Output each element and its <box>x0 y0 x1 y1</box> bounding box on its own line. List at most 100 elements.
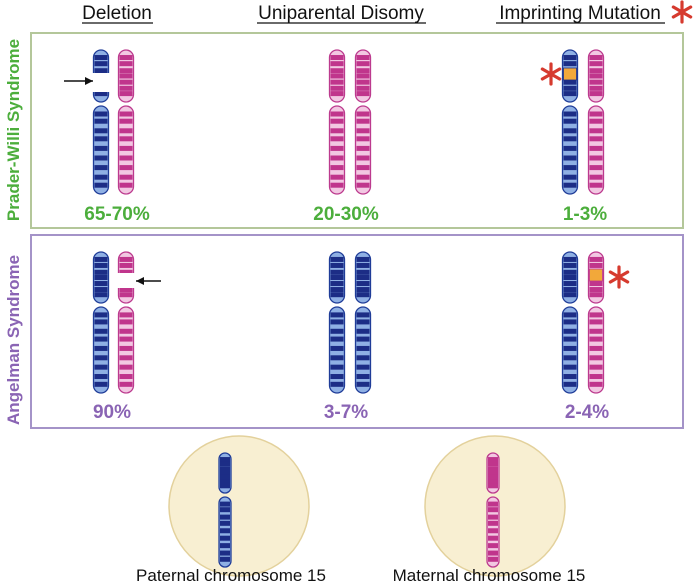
chromosome-band <box>119 85 133 91</box>
chromosome-band <box>563 336 577 342</box>
chromosome-band <box>488 528 498 534</box>
chromosome-band <box>94 256 108 262</box>
chromosome-band <box>94 269 108 275</box>
header-imprinting-mutation: Imprinting Mutation <box>499 3 661 24</box>
chromosome-band <box>330 381 344 387</box>
chromosome-band <box>488 535 498 541</box>
chromosome-band <box>488 514 498 520</box>
chromosome-band <box>356 182 370 188</box>
chromosome-band <box>330 275 344 280</box>
chromosome-band <box>563 118 577 124</box>
chromosome-band <box>356 111 370 117</box>
chromosome-band <box>589 381 603 387</box>
chromosome-band <box>119 287 133 293</box>
chromosome-band <box>119 174 133 180</box>
chromosome-band <box>119 61 133 67</box>
chromosome-band <box>488 520 498 526</box>
chromosome-band <box>563 145 577 151</box>
chromosome-band <box>589 319 603 325</box>
chromosome-band <box>563 128 577 134</box>
deleted-region <box>92 73 110 92</box>
chromosome-band <box>119 68 133 74</box>
chromosome-band <box>330 55 344 61</box>
chromosome-band <box>356 145 370 151</box>
chromosome-band <box>94 182 108 188</box>
chromosome-band <box>330 312 344 318</box>
chromosome-band <box>356 364 370 370</box>
paternal-chromosome <box>328 251 346 394</box>
chromosome-band <box>488 474 498 480</box>
maternal-chromosome <box>328 49 346 195</box>
chromosome-band <box>94 336 108 342</box>
chromosome-band <box>356 165 370 171</box>
chromosome-band <box>94 292 108 298</box>
chromosome-band <box>563 91 577 97</box>
chromosome-band <box>589 374 603 380</box>
chromosome-band <box>356 73 370 79</box>
chromosome-band <box>119 136 133 142</box>
legend-chromosome-layer <box>218 452 500 568</box>
angelman-panel <box>30 234 684 429</box>
chromosome-band <box>119 355 133 361</box>
chromosome-band <box>119 91 133 97</box>
paternal-chromosome <box>561 49 579 195</box>
chromosome-band <box>94 262 108 268</box>
chromosome-band <box>356 68 370 74</box>
maternal-chromosome <box>117 251 135 394</box>
chromosome-band <box>119 381 133 387</box>
chromosome-band <box>563 136 577 142</box>
chromosome-band <box>356 275 370 280</box>
chromosome-band <box>94 111 108 117</box>
chromosome-band <box>589 174 603 180</box>
chromosome-band <box>94 319 108 325</box>
paternal-chromosome <box>92 251 110 394</box>
chromosome-band <box>220 501 230 507</box>
legend-label-maternal: Maternal chromosome 15 <box>393 566 586 585</box>
chromosome-band <box>119 128 133 134</box>
chromosome-band <box>220 457 230 463</box>
chromosome-band <box>119 319 133 325</box>
chromosome-layer <box>64 49 630 394</box>
chromosome-band <box>330 136 344 142</box>
chromosome-band <box>220 520 230 526</box>
chromosome-band <box>563 281 577 287</box>
chromosome-band <box>94 145 108 151</box>
chromosome-band <box>488 479 498 485</box>
chromosome-band <box>589 182 603 188</box>
chromosome-band <box>94 287 108 293</box>
chromosome-band <box>563 292 577 298</box>
chromosome-band <box>119 374 133 380</box>
chromosome-band <box>356 262 370 268</box>
chromosome-band <box>220 514 230 520</box>
chromosome-band <box>589 136 603 142</box>
arrow-icon <box>64 77 93 85</box>
chromosome-band <box>330 281 344 287</box>
paternal-chromosome <box>218 452 232 568</box>
chromosome-band <box>589 256 603 262</box>
chromosome-band <box>119 256 133 262</box>
chromosome-band <box>330 262 344 268</box>
chromosome-band <box>94 118 108 124</box>
chromosome-band <box>563 182 577 188</box>
chromosome-band <box>119 79 133 85</box>
chromosome-band <box>94 155 108 161</box>
chromosome-band <box>589 165 603 171</box>
chromosome-band <box>330 174 344 180</box>
chromosome-band <box>488 507 498 513</box>
asterisk-stroke-group <box>671 0 693 24</box>
chromosome-band <box>94 374 108 380</box>
chromosome-band <box>94 61 108 67</box>
chromosome-band <box>330 182 344 188</box>
chromosome-band <box>94 68 108 74</box>
chromosome-band <box>330 155 344 161</box>
chromosome-band <box>563 269 577 275</box>
header-uniparental-disomy: Uniparental Disomy <box>258 3 424 24</box>
pws-upd-percent: 20-30% <box>313 204 379 225</box>
chromosome-band <box>220 461 230 467</box>
chromosome-band <box>356 355 370 361</box>
chromosome-band <box>356 118 370 124</box>
chromosome-band <box>563 174 577 180</box>
chromosome-band <box>563 381 577 387</box>
